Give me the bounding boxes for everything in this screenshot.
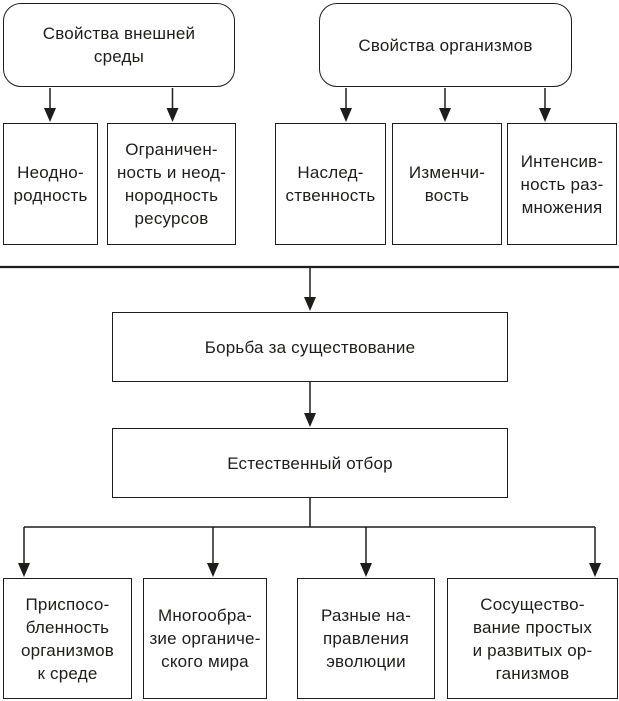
node-coexistence-label: Сосущество- вание простых и развитых ор-… (472, 594, 593, 683)
node-natural-selection-label: Естественный отбор (227, 453, 393, 473)
node-coexistence: Сосущество- вание простых и развитых ор-… (447, 578, 618, 699)
node-limited-resources: Ограничен- ность и неод- нородность ресу… (107, 123, 236, 245)
node-natural-selection: Естественный отбор (112, 428, 508, 498)
node-adaptation-label: Приспосо- бленность организмов к среде (20, 594, 115, 683)
node-organic-diversity: Многообра- зие органиче- ского мира (143, 578, 267, 699)
node-evolution-directions-label: Разные на- правления эволюции (320, 606, 412, 671)
node-evolution-directions: Разные на- правления эволюции (297, 578, 435, 699)
node-heterogeneity: Неодно- родность (3, 123, 98, 245)
node-variability: Изменчи- вость (392, 123, 502, 245)
node-reproduction-intensity-label: Интенсив- ность раз- множения (520, 151, 604, 217)
node-organism-properties: Свойства организмов (319, 3, 572, 87)
node-organism-properties-label: Свойства организмов (358, 35, 533, 55)
node-adaptation: Приспосо- бленность организмов к среде (3, 578, 132, 699)
node-reproduction-intensity: Интенсив- ность раз- множения (507, 123, 617, 245)
node-heterogeneity-label: Неодно- родность (13, 163, 88, 205)
node-heredity: Наслед- ственность (275, 123, 386, 245)
node-environment-properties: Свойства внешней среды (3, 3, 235, 87)
node-struggle-for-existence: Борьба за существование (112, 312, 508, 382)
node-heredity-label: Наслед- ственность (285, 163, 376, 205)
node-variability-label: Изменчи- вость (408, 163, 486, 205)
node-environment-properties-label: Свойства внешней среды (42, 24, 196, 66)
node-struggle-for-existence-label: Борьба за существование (204, 337, 416, 357)
node-organic-diversity-label: Многообра- зие органиче- ского мира (149, 606, 261, 671)
node-limited-resources-label: Ограничен- ность и неод- нородность ресу… (116, 140, 227, 228)
